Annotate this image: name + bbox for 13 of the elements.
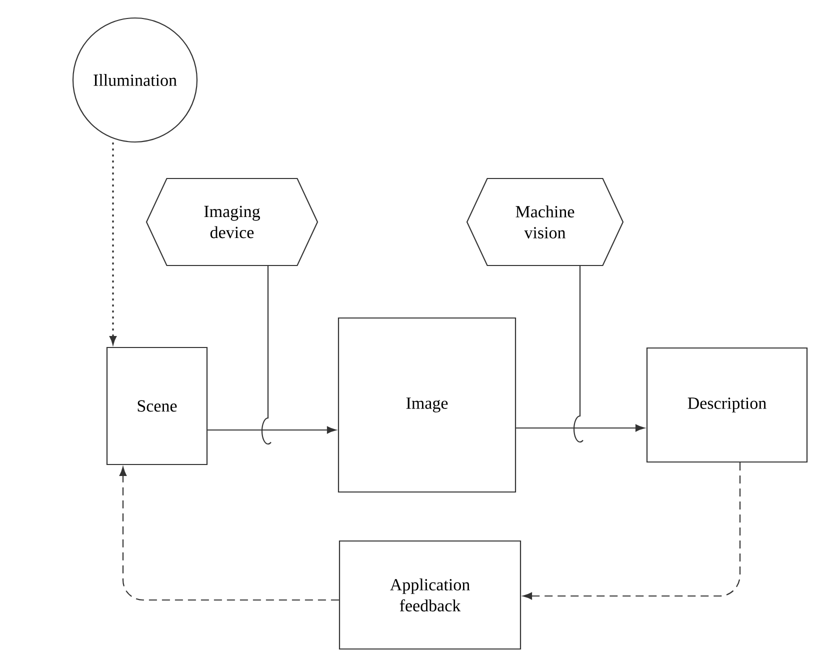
process-box: Image [338, 317, 516, 493]
arrow [516, 424, 645, 432]
tap-line [573, 266, 584, 443]
arrow [208, 426, 336, 434]
process-hexagon: Imaging device [146, 178, 318, 266]
tap-line [261, 266, 272, 445]
process-hexagon: Machine vision [466, 178, 624, 266]
arrow [522, 462, 741, 600]
process-box: Description [646, 347, 808, 463]
process-box: Application feedback [338, 540, 522, 650]
arrow [110, 142, 116, 344]
arrow [119, 466, 339, 601]
process-box: Scene [106, 346, 208, 466]
